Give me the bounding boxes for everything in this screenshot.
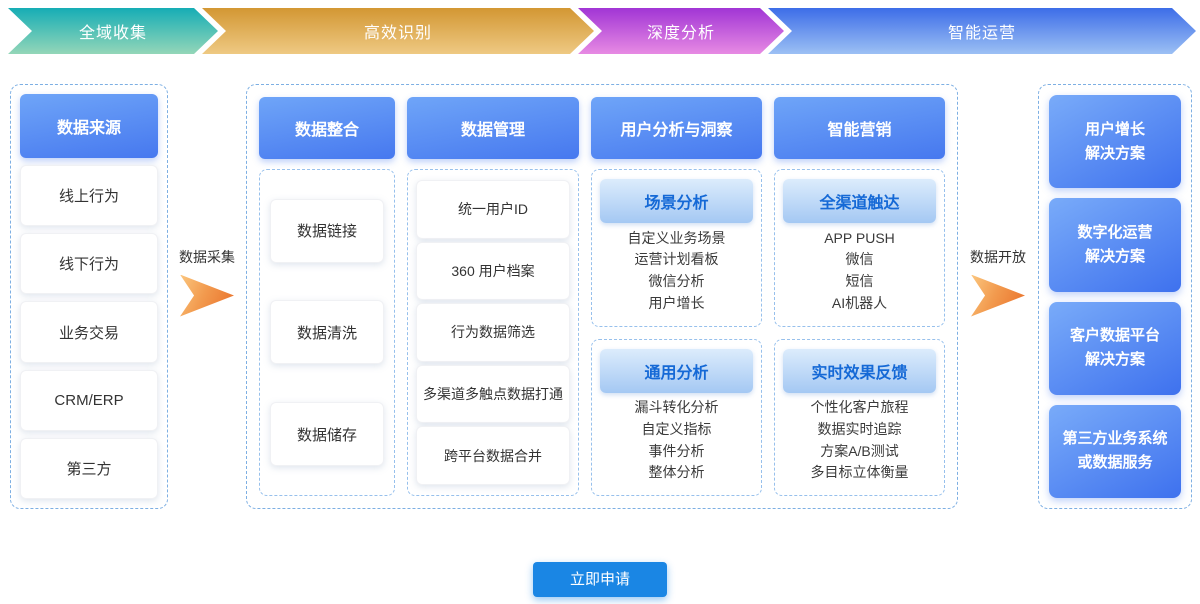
group-item: 微信分析 — [648, 273, 705, 290]
group-item: 自定义业务场景 — [627, 229, 726, 246]
data-source-item: 第三方 — [20, 437, 158, 500]
banner-stage-label: 全域收集 — [78, 25, 147, 42]
group-item: 微信 — [845, 251, 874, 268]
solution-line: 客户数据平台 — [1069, 327, 1160, 345]
group-item-list: 自定义业务场景 运营计划看板 微信分析 用户增长 — [600, 223, 753, 317]
flow-collect-label: 数据采集 — [179, 248, 235, 265]
data-source-item: CRM/ERP — [20, 369, 158, 431]
solution-card: 数字化运营 解决方案 — [1049, 198, 1181, 292]
group-item-list: 漏斗转化分析 自定义指标 事件分析 整体分析 — [600, 393, 753, 487]
column-smart-marketing: 智能营销 全渠道触达 APP PUSH 微信 短信 AI机器人 实时效果反馈 个… — [774, 97, 945, 496]
group-title: 全渠道触达 — [783, 179, 936, 223]
group-omnichannel-reach: 全渠道触达 APP PUSH 微信 短信 AI机器人 — [774, 169, 945, 327]
banner-stage-operate: 智能运营 — [768, 8, 1196, 54]
group-item: 用户增长 — [648, 294, 705, 311]
apply-now-button[interactable]: 立即申请 — [533, 562, 667, 597]
column-user-analysis: 用户分析与洞察 场景分析 自定义业务场景 运营计划看板 微信分析 用户增长 通用… — [591, 97, 762, 496]
group-item: 个性化客户旅程 — [810, 399, 909, 416]
solution-card: 用户增长 解决方案 — [1049, 95, 1181, 189]
group-item: AI机器人 — [831, 294, 888, 311]
column-data-integration: 数据整合 数据链接 数据清洗 数据储存 — [259, 97, 395, 496]
solution-line: 用户增长 — [1084, 120, 1145, 138]
group-item: 短信 — [845, 273, 874, 290]
capability-item: 行为数据筛选 — [416, 303, 570, 362]
group-item: 数据实时追踪 — [817, 420, 902, 437]
diagram-body: 数据来源 线上行为 线下行为 业务交易 CRM/ERP 第三方 数据采集 数据整… — [0, 84, 1200, 509]
banner-stage-analyze: 深度分析 — [578, 8, 784, 54]
group-item: 方案A/B测试 — [820, 442, 899, 459]
column-header: 用户分析与洞察 — [591, 97, 762, 159]
solution-card: 第三方业务系统 或数据服务 — [1049, 404, 1181, 498]
group-item: 运营计划看板 — [634, 251, 719, 268]
capability-item: 数据清洗 — [270, 300, 384, 365]
right-arrow-icon — [180, 274, 234, 317]
data-sources-panel: 数据来源 线上行为 线下行为 业务交易 CRM/ERP 第三方 — [10, 84, 168, 509]
group-item: 事件分析 — [648, 442, 705, 459]
capability-item: 跨平台数据合并 — [416, 426, 570, 485]
group-item-list: APP PUSH 微信 短信 AI机器人 — [783, 223, 936, 317]
column-body: 统一用户ID 360 用户档案 行为数据筛选 多渠道多触点数据打通 跨平台数据合… — [407, 169, 579, 496]
solution-line: 解决方案 — [1084, 144, 1145, 162]
solution-line: 或数据服务 — [1077, 454, 1153, 472]
group-item: 多目标立体衡量 — [810, 464, 909, 481]
solution-line: 数字化运营 — [1077, 223, 1153, 241]
capability-item: 数据储存 — [270, 402, 384, 467]
group-realtime-feedback: 实时效果反馈 个性化客户旅程 数据实时追踪 方案A/B测试 多目标立体衡量 — [774, 338, 945, 496]
banner-stage-label: 高效识别 — [363, 25, 432, 42]
group-item: 漏斗转化分析 — [634, 399, 719, 416]
group-title: 通用分析 — [600, 348, 753, 393]
solution-line: 解决方案 — [1084, 351, 1145, 369]
capability-item: 360 用户档案 — [416, 241, 570, 301]
banner-stage-collect: 全域收集 — [8, 8, 218, 54]
data-sources-header: 数据来源 — [20, 94, 158, 158]
flow-open-label: 数据开放 — [970, 248, 1026, 265]
capability-item: 多渠道多触点数据打通 — [416, 364, 570, 424]
capabilities-panel: 数据整合 数据链接 数据清洗 数据储存 数据管理 统一用户ID 360 用户档案… — [246, 84, 958, 509]
group-scenario-analysis: 场景分析 自定义业务场景 运营计划看板 微信分析 用户增长 — [591, 169, 762, 327]
right-arrow-icon — [971, 274, 1025, 317]
column-data-management: 数据管理 统一用户ID 360 用户档案 行为数据筛选 多渠道多触点数据打通 跨… — [407, 97, 579, 496]
capability-item: 统一用户ID — [416, 180, 570, 239]
solution-line: 解决方案 — [1084, 247, 1145, 265]
group-item: 自定义指标 — [641, 420, 712, 437]
group-general-analysis: 通用分析 漏斗转化分析 自定义指标 事件分析 整体分析 — [591, 338, 762, 496]
column-header: 数据整合 — [259, 97, 395, 159]
banner-stage-label: 智能运营 — [947, 25, 1016, 42]
flow-open: 数据开放 — [958, 84, 1038, 479]
capability-item: 数据链接 — [270, 198, 384, 263]
group-item: APP PUSH — [824, 229, 895, 246]
column-header: 数据管理 — [407, 97, 579, 159]
banner-stage-identify: 高效识别 — [202, 8, 594, 54]
flow-collect: 数据采集 — [168, 84, 246, 479]
data-source-item: 线上行为 — [20, 165, 158, 227]
group-title: 场景分析 — [600, 179, 753, 223]
data-source-item: 线下行为 — [20, 233, 158, 295]
column-header: 智能营销 — [774, 97, 945, 159]
process-banner-row: 全域收集 高效识别 深度分析 智能运营 — [0, 0, 1200, 54]
group-title: 实时效果反馈 — [783, 348, 936, 393]
solutions-panel: 用户增长 解决方案 数字化运营 解决方案 客户数据平台 解决方案 第三方业务系统… — [1038, 84, 1192, 509]
banner-stage-label: 深度分析 — [646, 25, 715, 42]
data-source-item: 业务交易 — [20, 301, 158, 363]
group-item-list: 个性化客户旅程 数据实时追踪 方案A/B测试 多目标立体衡量 — [783, 393, 936, 487]
group-item: 整体分析 — [648, 464, 705, 481]
solution-card: 客户数据平台 解决方案 — [1049, 301, 1181, 395]
solution-line: 第三方业务系统 — [1062, 430, 1168, 448]
column-body: 全渠道触达 APP PUSH 微信 短信 AI机器人 实时效果反馈 个性化客户旅… — [774, 169, 945, 496]
cta-row: 立即申请 — [0, 562, 1200, 597]
column-body: 数据链接 数据清洗 数据储存 — [259, 169, 395, 496]
column-body: 场景分析 自定义业务场景 运营计划看板 微信分析 用户增长 通用分析 漏斗转化分… — [591, 169, 762, 496]
